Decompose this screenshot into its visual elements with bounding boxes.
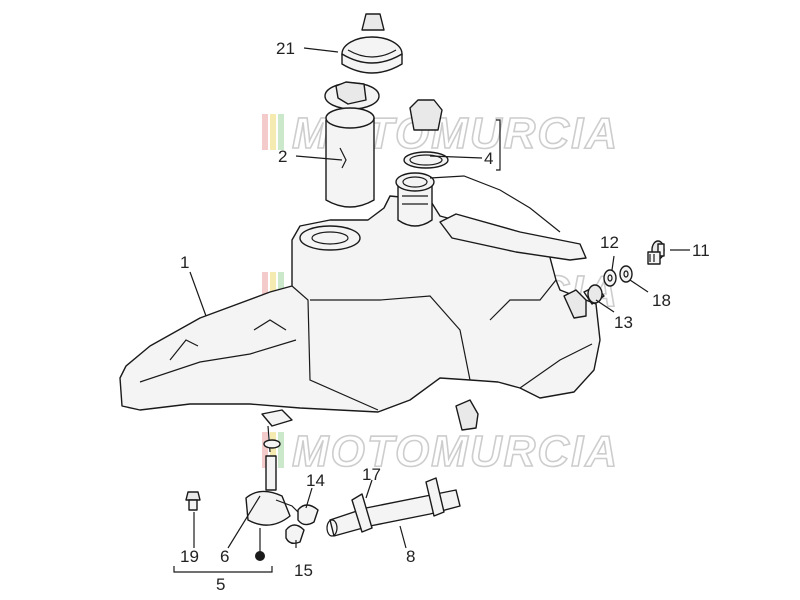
callout-17: 17	[362, 465, 381, 484]
hose-bracket-part	[455, 399, 479, 431]
fuel-tank-part	[119, 172, 601, 413]
callout-19: 19	[180, 547, 199, 566]
callout-14: 14	[306, 471, 325, 490]
mounting-bracket-part	[563, 289, 587, 319]
hose-clip-part	[297, 504, 319, 526]
callout-2: 2	[278, 147, 287, 166]
fuel-cap-part	[341, 13, 403, 74]
hose-clip-part	[285, 524, 305, 545]
fuel-tap-knob-icon	[255, 551, 265, 561]
fuel-pump-part	[324, 81, 380, 208]
leader-lines	[173, 47, 690, 573]
hose-clamp-part	[425, 477, 445, 517]
bolt-part	[647, 240, 665, 265]
hose-clamp-part	[351, 493, 373, 533]
watermark-bottom: MOTOMURCIA	[262, 426, 619, 477]
watermark-text: MOTOMURCIA	[292, 427, 619, 476]
washer-part	[603, 269, 617, 287]
callout-8: 8	[406, 547, 415, 566]
callout-6: 6	[220, 547, 229, 566]
rubber-bushing-part	[583, 284, 605, 305]
callout-21: 21	[276, 39, 295, 58]
callout-15: 15	[294, 561, 313, 580]
callout-11: 11	[692, 241, 710, 260]
callout-1: 1	[180, 253, 189, 272]
callout-18: 18	[652, 291, 671, 310]
callout-13: 13	[614, 313, 633, 332]
drain-plug-part	[185, 491, 201, 511]
washer-part	[619, 265, 633, 283]
callout-12: 12	[600, 233, 619, 252]
callout-4: 4	[484, 149, 493, 168]
callout-5: 5	[216, 575, 225, 594]
